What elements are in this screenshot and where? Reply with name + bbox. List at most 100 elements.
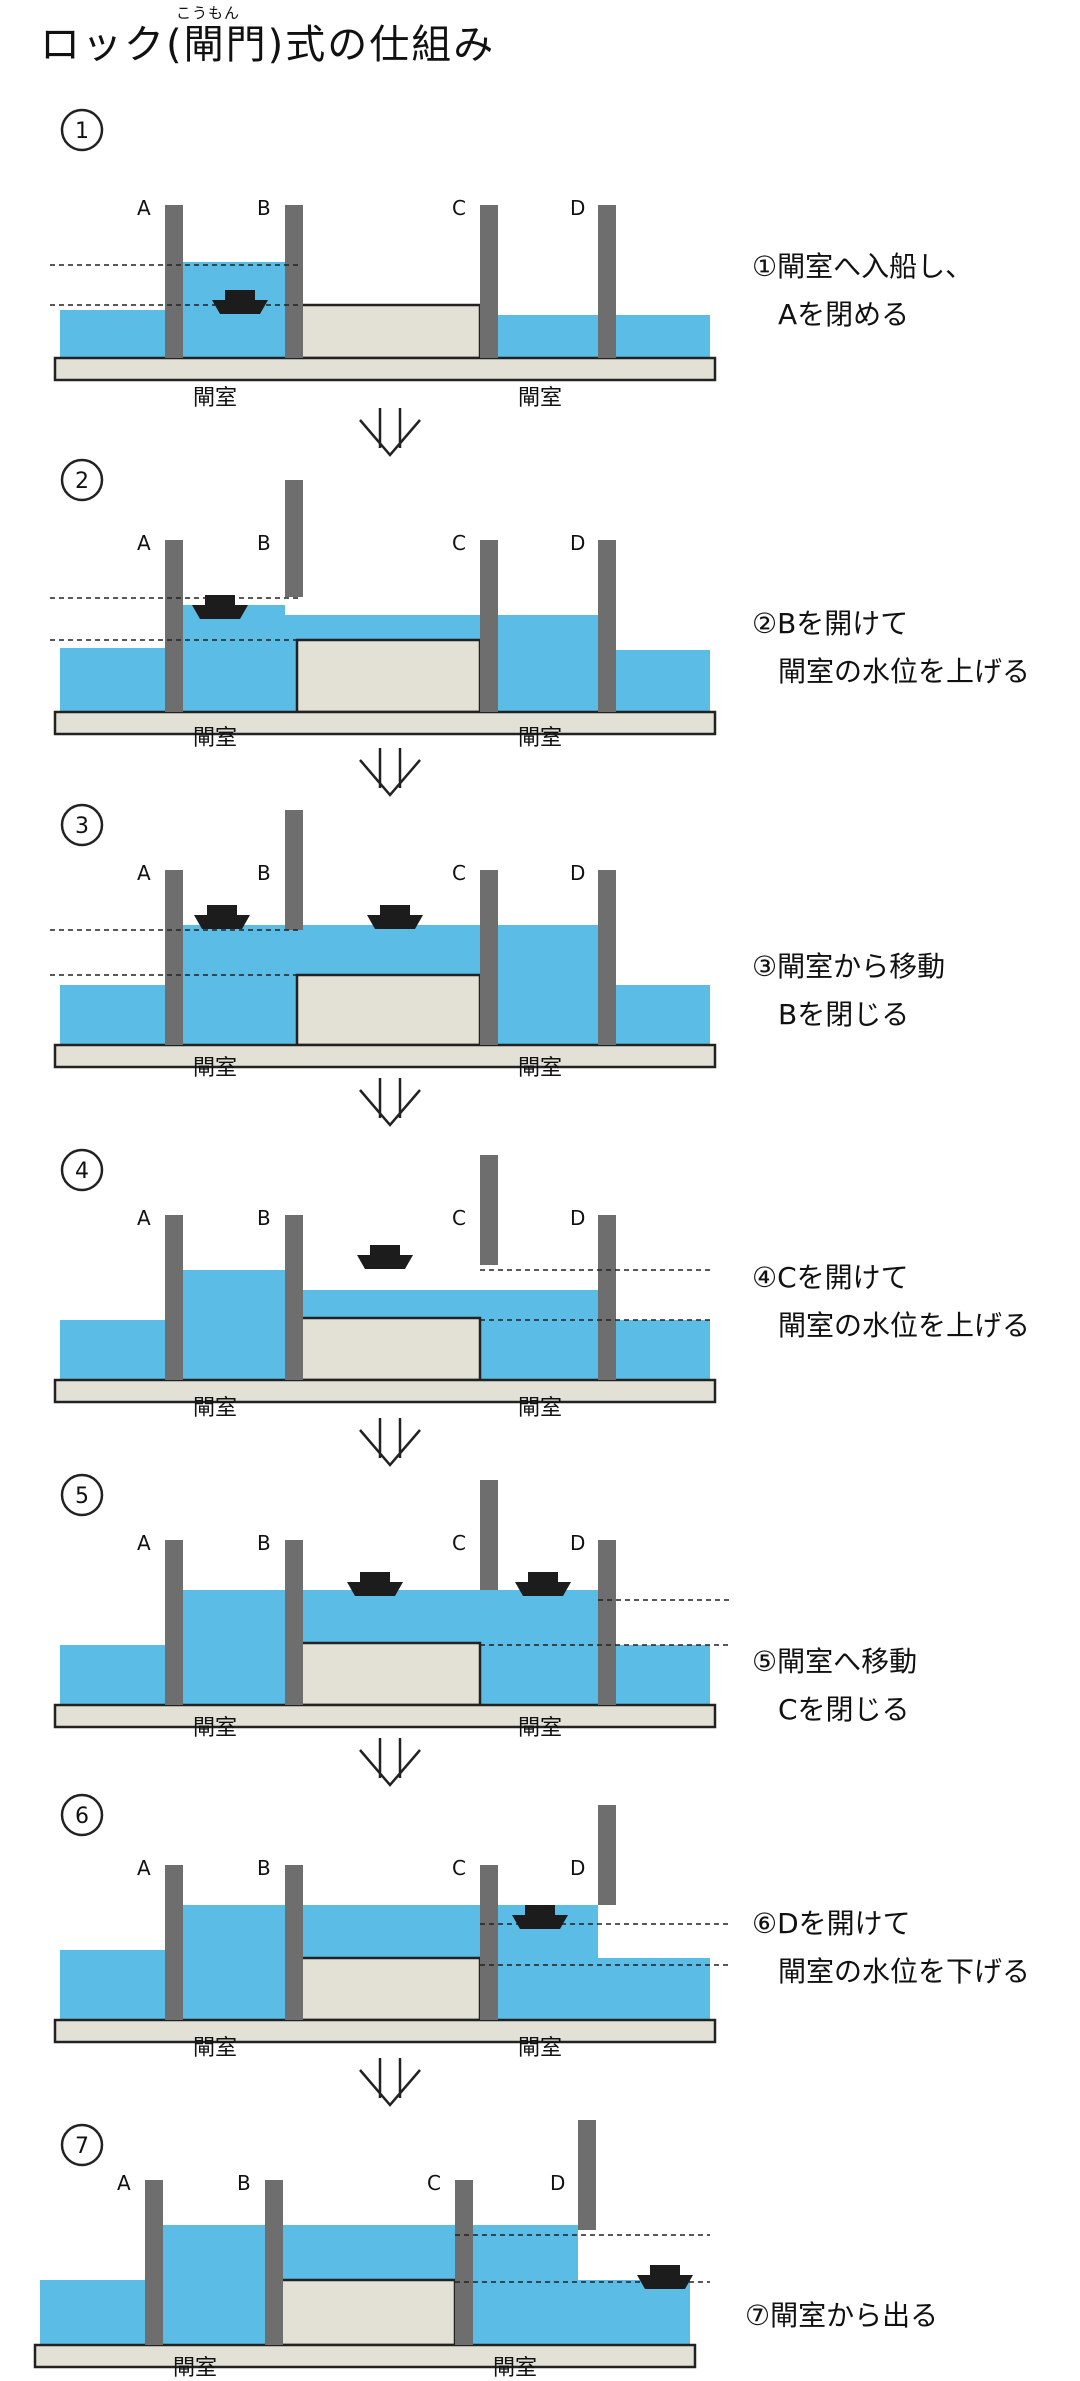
gate-a [145, 2180, 163, 2345]
next-step-arrow [359, 1418, 421, 1467]
water-right-outer [578, 2280, 690, 2345]
gate-c-label: C [452, 196, 466, 220]
gate-d-label: D [550, 2171, 565, 2195]
raised-bed [295, 1641, 482, 1707]
water-right-outer [598, 650, 710, 712]
page-title-block: こうもん ロック(閘門)式の仕組み [40, 4, 495, 70]
gate-b-label: B [257, 861, 271, 885]
step-4-line-1: ④Cを開けて [752, 1261, 909, 1294]
gate-a-label: A [137, 531, 151, 555]
step-6-description: ⑥Dを開けて 閘室の水位を下げる [752, 1900, 1030, 1996]
water-chamber-3 [480, 925, 598, 1045]
gate-b [285, 1865, 303, 2020]
step-7-number-circle [60, 2123, 104, 2167]
gate-d [598, 540, 616, 712]
gate-c [480, 1865, 498, 2020]
gate-d-label: D [570, 196, 585, 220]
gate-d [598, 1540, 616, 1705]
gate-a-label: A [137, 861, 151, 885]
step-4-description: ④Cを開けて 閘室の水位を上げる [752, 1254, 1030, 1350]
water-left-outer [60, 310, 165, 358]
chamber-label-left: 閘室 [193, 1056, 237, 1081]
water-chamber-3 [480, 1290, 598, 1380]
chamber-label-left: 閘室 [193, 1716, 237, 1741]
ground-base [53, 2018, 717, 2044]
step-5-number: 5 [75, 1484, 89, 1509]
step-3-number: 3 [75, 814, 89, 839]
gate-b-label: B [257, 1531, 271, 1555]
gate-c [480, 205, 498, 358]
next-step-arrow [359, 408, 421, 457]
chamber-label-left: 閘室 [193, 386, 237, 411]
water-left-outer [60, 985, 165, 1045]
chamber-label-left: 閘室 [173, 2356, 217, 2381]
step-4-number-circle [60, 1148, 104, 1192]
raised-bed [275, 2278, 457, 2347]
step-1-line-1: ①閘室へ入船し、 [752, 250, 974, 283]
step-4-line-2: 閘室の水位を上げる [778, 1309, 1031, 1342]
chamber-label-right: 閘室 [493, 2356, 537, 2381]
raised-bed [295, 638, 482, 714]
gate-d [598, 1215, 616, 1380]
water-chamber-1 [165, 925, 285, 1045]
gate-a-label: A [137, 196, 151, 220]
next-step-arrow [359, 1738, 421, 1787]
water-left-outer [60, 1645, 165, 1705]
water-chamber-3 [480, 615, 598, 712]
chamber-label-right: 閘室 [518, 1716, 562, 1741]
gate-c-label: C [452, 1531, 466, 1555]
boat [194, 905, 250, 929]
step-3-line-2: Bを閉じる [778, 998, 910, 1031]
gate-a [165, 1215, 183, 1380]
step-5-line-2: Cを閉じる [778, 1693, 910, 1726]
next-step-arrow [359, 1078, 421, 1127]
gate-a-label: A [137, 1856, 151, 1880]
step-2-number-circle [60, 458, 104, 502]
boat [367, 905, 423, 929]
gate-d-label: D [570, 531, 585, 555]
step-1-line-2: Aを閉める [778, 298, 910, 331]
step-5-number-circle [60, 1473, 104, 1517]
water-chamber-1 [165, 1590, 285, 1705]
gate-c [480, 540, 498, 712]
gate-c-label: C [452, 1206, 466, 1230]
gate-a-label: A [137, 1531, 151, 1555]
gate-b [285, 1215, 303, 1380]
ground-base [33, 2343, 697, 2369]
gate-b-label: B [257, 196, 271, 220]
step-6-number-circle [60, 1793, 104, 1837]
water-right-outer [598, 1645, 710, 1705]
step-1-number: 1 [75, 119, 89, 144]
gate-c [480, 1155, 498, 1265]
gate-b-label: B [257, 531, 271, 555]
water-right-outer [598, 1320, 710, 1380]
gate-a-label: A [117, 2171, 131, 2195]
gate-c-label: C [427, 2171, 441, 2195]
step-1-number-circle [60, 108, 104, 152]
raised-bed [295, 1956, 482, 2022]
step-7-number: 7 [75, 2134, 89, 2159]
step-5-description: ⑤閘室へ移動 Cを閉じる [752, 1638, 917, 1734]
gate-d-label: D [570, 1856, 585, 1880]
chamber-label-right: 閘室 [518, 1056, 562, 1081]
boat [192, 595, 248, 619]
gate-b [285, 810, 303, 930]
water-right-outer [598, 985, 710, 1045]
gate-c-label: C [452, 861, 466, 885]
raised-bed [295, 1316, 482, 1382]
step-3-description: ③閘室から移動 Bを閉じる [752, 943, 945, 1039]
step-2-description: ②Bを開けて 閘室の水位を上げる [752, 600, 1030, 696]
gate-a [165, 870, 183, 1045]
water-chamber-1 [145, 2225, 265, 2345]
gate-b-label: B [257, 1856, 271, 1880]
ground-base [53, 1043, 717, 1069]
gate-c-label: C [452, 531, 466, 555]
step-6-line-2: 閘室の水位を下げる [778, 1955, 1031, 1988]
boat [512, 1905, 568, 1929]
step-2-line-2: 閘室の水位を上げる [778, 655, 1031, 688]
water-left-outer [60, 648, 165, 712]
